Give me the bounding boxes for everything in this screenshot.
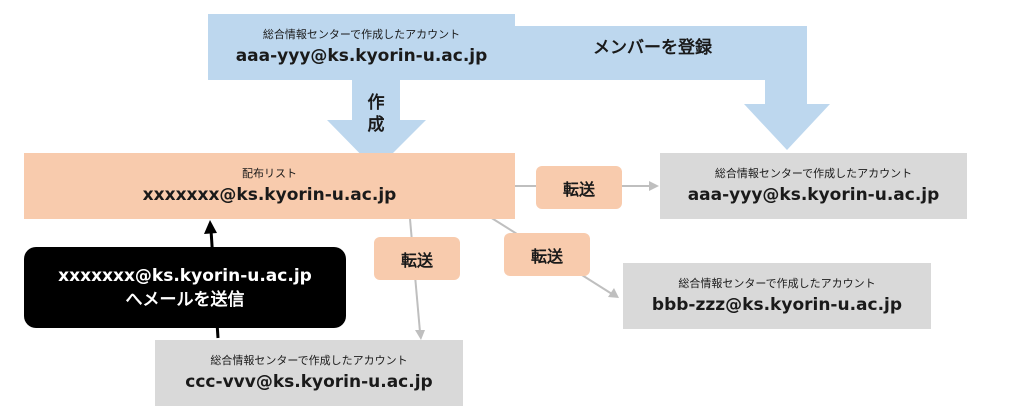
distribution-list-box: 配布リスト xxxxxxx@ks.kyorin-u.ac.jp xyxy=(24,153,515,219)
top-account-address: aaa-yyy@ks.kyorin-u.ac.jp xyxy=(235,45,488,66)
member-account-ccc: 総合情報センターで作成したアカウント ccc-vvv@ks.kyorin-u.a… xyxy=(155,340,463,406)
distribution-list-caption: 配布リスト xyxy=(242,166,297,180)
member-bbb-caption: 総合情報センターで作成したアカウント xyxy=(678,276,876,290)
member-ccc-caption: 総合情報センターで作成したアカウント xyxy=(210,353,408,367)
register-label: メンバーを登録 xyxy=(593,38,712,58)
member-aaa-address: aaa-yyy@ks.kyorin-u.ac.jp xyxy=(687,184,940,205)
create-arrow xyxy=(327,80,426,170)
member-bbb-address: bbb-zzz@ks.kyorin-u.ac.jp xyxy=(651,294,903,315)
create-label: 作 成 xyxy=(364,92,388,136)
member-account-bbb: 総合情報センターで作成したアカウント bbb-zzz@ks.kyorin-u.a… xyxy=(623,263,931,329)
send-mail-line1: xxxxxxx@ks.kyorin-u.ac.jp xyxy=(58,265,312,286)
top-account-caption: 総合情報センターで作成したアカウント xyxy=(262,27,461,41)
forward-pill-1: 転送 xyxy=(536,166,622,209)
register-arrow xyxy=(515,26,830,150)
member-account-aaa: 総合情報センターで作成したアカウント aaa-yyy@ks.kyorin-u.a… xyxy=(660,153,967,219)
send-mail-box: xxxxxxx@ks.kyorin-u.ac.jp へメールを送信 xyxy=(24,247,346,328)
member-ccc-address: ccc-vvv@ks.kyorin-u.ac.jp xyxy=(185,371,433,392)
send-mail-line2: へメールを送信 xyxy=(125,289,245,310)
create-label-char-2: 成 xyxy=(367,115,385,135)
forward-pill-2: 転送 xyxy=(504,233,590,276)
member-aaa-caption: 総合情報センターで作成したアカウント xyxy=(714,166,913,180)
forward-pill-3: 転送 xyxy=(374,237,460,280)
distribution-list-address: xxxxxxx@ks.kyorin-u.ac.jp xyxy=(142,184,397,205)
top-account-box: 総合情報センターで作成したアカウント aaa-yyy@ks.kyorin-u.a… xyxy=(208,14,515,80)
create-label-char-1: 作 xyxy=(367,93,385,113)
